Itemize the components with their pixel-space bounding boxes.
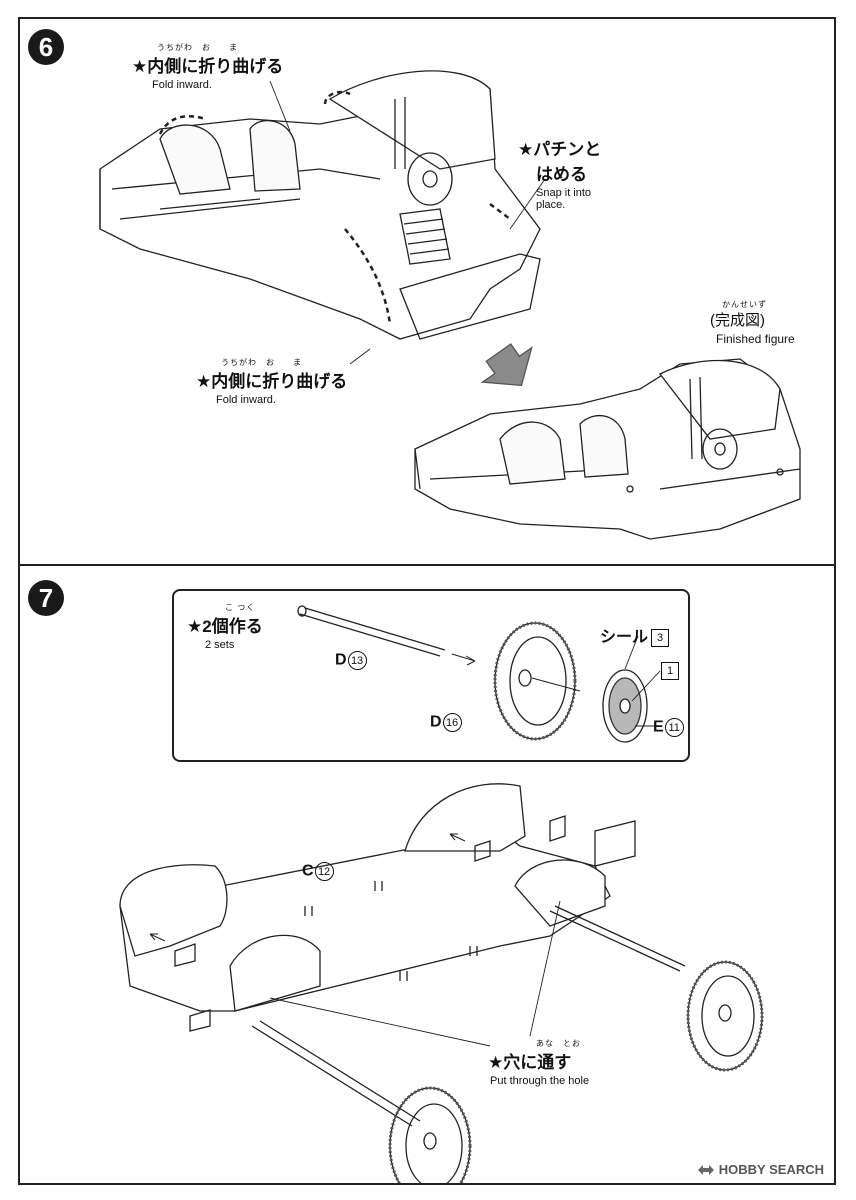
snap-into-place-note: ★パチンと はめる Snap it into place. — [518, 135, 601, 211]
ruby-text: かんせいず — [722, 300, 767, 309]
instruction-jp: ★2個作る — [187, 617, 263, 636]
instruction-jp: ★内側に折り曲げる — [132, 57, 284, 76]
step-7-illustration — [119, 605, 764, 1183]
ruby-text: うちがわ お ま — [157, 43, 238, 52]
instruction-jp: ★穴に通す — [488, 1053, 572, 1072]
ruby-text: こ つく — [225, 603, 256, 612]
part-label-1: 1 — [658, 662, 679, 680]
instruction-en-line2: place. — [536, 199, 566, 211]
fold-inward-top-note: うちがわ お ま ★内側に折り曲げる Fold inward. — [132, 43, 284, 91]
finished-en: Finished figure — [716, 332, 795, 346]
watermark-text: HOBBY SEARCH — [718, 1162, 824, 1177]
fold-inward-bottom-note: うちがわ お ま ★内側に折り曲げる Fold inward. — [196, 358, 348, 406]
watermark: HOBBY SEARCH — [697, 1162, 824, 1177]
finished-jp: (完成図) — [710, 312, 765, 329]
make-two-sets-note: こ つく ★2個作る 2 sets — [187, 603, 263, 651]
wheel-subassembly-box — [172, 589, 690, 762]
step-7-panel: 7 — [18, 564, 836, 1185]
instruction-jp-line1: ★パチンと — [518, 140, 602, 159]
ruby-text: あな とお — [536, 1039, 581, 1048]
ruby-text: うちがわ お ま — [221, 358, 302, 367]
step-6-illustration — [99, 70, 801, 540]
instruction-en: Fold inward. — [152, 79, 212, 91]
instruction-jp: ★内側に折り曲げる — [196, 372, 348, 391]
instruction-en-line1: Snap it into — [536, 187, 592, 199]
step-number-7: 7 — [28, 580, 64, 616]
step-6-panel: 6 — [18, 17, 836, 569]
instruction-en: Put through the hole — [490, 1075, 590, 1087]
step-number-6: 6 — [28, 29, 64, 65]
watermark-logo-icon — [697, 1164, 714, 1175]
instruction-en: Fold inward. — [216, 394, 276, 406]
put-through-hole-note: あな とお ★穴に通す Put through the hole — [488, 1039, 590, 1087]
finished-figure-label: かんせいず (完成図) Finished figure — [710, 300, 795, 346]
instruction-jp-line2: はめる — [536, 165, 587, 184]
instruction-en: 2 sets — [205, 639, 235, 651]
